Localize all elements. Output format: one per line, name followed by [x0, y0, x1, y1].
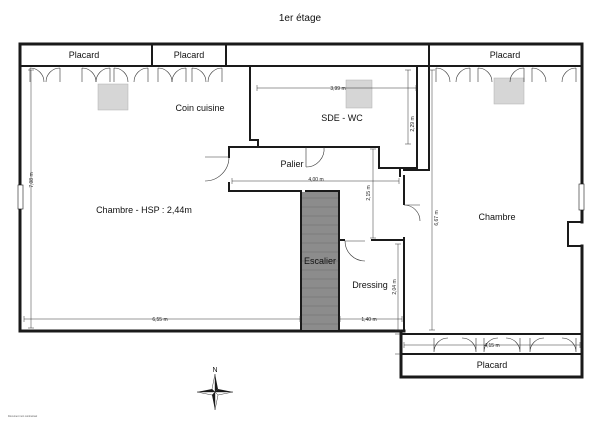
- room-label-placard-2: Placard: [174, 50, 205, 60]
- dimension-lines: [23, 69, 581, 348]
- doors: [29, 67, 577, 355]
- shower-tray: [345, 79, 373, 109]
- room-label-sde-wc: SDE - WC: [321, 113, 363, 123]
- footer-note: Document non contractuel: [8, 415, 38, 418]
- window-left: [17, 184, 24, 210]
- wall-palier-right: [378, 146, 401, 177]
- room-label-chambre-hsp: Chambre - HSP : 2,44m: [96, 205, 192, 215]
- wall-placard-dividers: [151, 43, 227, 67]
- compass-north-label: N: [212, 367, 217, 374]
- dim-sde-height: 2,29 m: [410, 116, 416, 131]
- windows: [17, 183, 585, 211]
- wall-placard-bottom: [400, 333, 583, 355]
- room-label-coin-cuisine: Coin cuisine: [175, 103, 224, 113]
- room-label-chambre-right: Chambre: [478, 212, 515, 222]
- wall-sde-right: [399, 65, 418, 169]
- wall-notch: [567, 221, 583, 247]
- dim-palier-width: 4,00 m: [308, 177, 323, 183]
- compass-rose-icon: [196, 373, 234, 411]
- wall-palier-left: [228, 146, 302, 192]
- radiator-right: [493, 77, 525, 105]
- room-label-placard-4: Placard: [477, 360, 508, 370]
- dim-sde-width: 3,99 m: [330, 86, 345, 92]
- room-label-palier: Palier: [280, 159, 303, 169]
- dim-palier-height: 2,15 m: [366, 185, 372, 200]
- wall-sde-left: [249, 65, 259, 147]
- dim-chambre-right-width: 4,15 m: [484, 343, 499, 349]
- wall-stair: [300, 190, 340, 332]
- radiator-left: [97, 83, 129, 111]
- dim-chambre-width: 6,55 m: [152, 317, 167, 323]
- dim-chambre-height: 7,08 m: [29, 172, 35, 187]
- room-label-placard-3: Placard: [490, 50, 521, 60]
- dim-dressing-height: 2,04 m: [392, 279, 398, 294]
- dim-chambre-right-height: 6,67 m: [434, 210, 440, 225]
- staircase: [302, 192, 338, 330]
- floor-title: 1er étage: [279, 13, 322, 24]
- room-label-placard-1: Placard: [69, 50, 100, 60]
- wall-outer-left: [18, 42, 431, 333]
- fixtures: [97, 77, 525, 111]
- room-label-dressing: Dressing: [352, 280, 388, 290]
- walls: [18, 42, 584, 379]
- dim-dressing-width: 1,40 m: [361, 317, 376, 323]
- room-label-escalier: Escalier: [304, 256, 336, 266]
- wall-center-divider: [403, 43, 430, 171]
- window-right: [578, 183, 585, 211]
